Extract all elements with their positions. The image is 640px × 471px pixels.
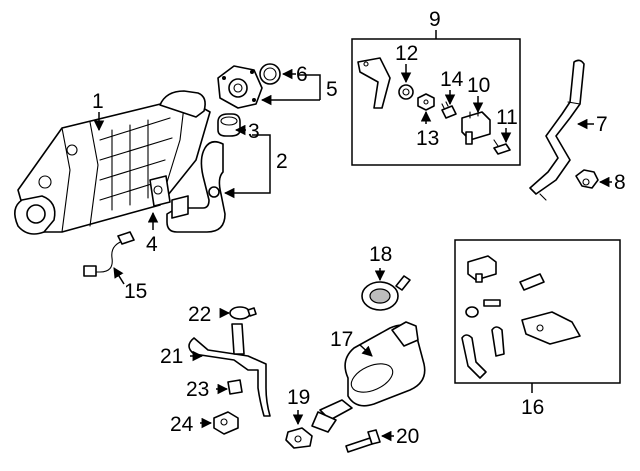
callout-23: 23 — [186, 378, 209, 401]
callout-11: 11 — [496, 106, 518, 129]
hex-nut-part — [575, 169, 599, 189]
callout-17: 17 — [330, 328, 353, 351]
screw-part — [441, 101, 457, 119]
callout-22: 22 — [188, 303, 211, 326]
diesel-particulate-filter-part — [311, 321, 426, 433]
flange-bolt-part — [345, 429, 381, 453]
callout-14: 14 — [440, 68, 464, 91]
seal-ring-part — [217, 113, 241, 137]
hose-assembly-part — [188, 323, 271, 417]
callout-8: 8 — [614, 171, 626, 194]
callout-12: 12 — [395, 42, 418, 65]
callout-13: 13 — [416, 127, 439, 150]
callout-6: 6 — [296, 63, 308, 86]
bolt-part — [493, 139, 511, 155]
valve-housing-part — [217, 65, 263, 109]
grommet-part — [213, 411, 239, 435]
callout-15: 15 — [124, 280, 147, 303]
callout-18: 18 — [369, 243, 392, 266]
hose-clamp-part — [229, 306, 257, 320]
callout-5: 5 — [326, 78, 338, 101]
nut-part — [417, 93, 435, 111]
bracket-part — [357, 57, 391, 109]
temp-sensor-harness-part — [83, 231, 135, 277]
callout-2: 2 — [276, 150, 288, 173]
callout-7: 7 — [596, 113, 608, 136]
callout-4: 4 — [146, 233, 158, 256]
egr-tube-part — [166, 140, 226, 233]
callout-10: 10 — [467, 74, 490, 97]
callout-3: 3 — [248, 120, 260, 143]
callout-16: 16 — [521, 396, 544, 419]
callout-20: 20 — [396, 425, 419, 448]
gasket-part — [149, 175, 171, 207]
hose-clip-part — [227, 379, 243, 395]
callout-9: 9 — [429, 8, 441, 31]
callout-19: 19 — [287, 386, 310, 409]
hose-kit-box — [454, 239, 621, 384]
bushing-part — [398, 84, 414, 100]
callout-21: 21 — [160, 345, 183, 368]
pressure-sensor-part — [461, 109, 491, 145]
hose-kit-parts — [461, 255, 581, 379]
vacuum-line-part — [529, 59, 585, 201]
o-ring-part — [259, 63, 281, 85]
flange-gasket-part — [285, 427, 313, 449]
callout-1: 1 — [92, 90, 104, 113]
callout-24: 24 — [170, 413, 194, 436]
band-clamp-part — [361, 275, 411, 311]
